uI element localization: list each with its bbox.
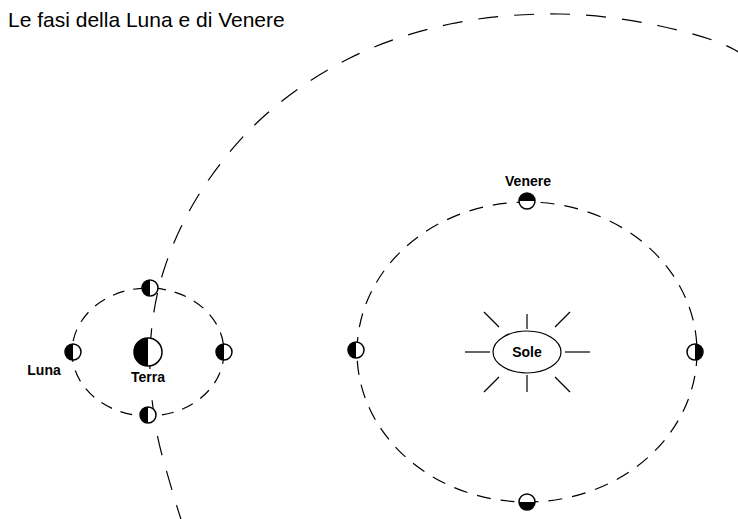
moon-label: Luna (26, 362, 61, 378)
moon-phase (216, 344, 232, 360)
planet-label: Terra (130, 369, 166, 385)
moon-phase (142, 280, 158, 296)
venus-phase (687, 344, 703, 360)
sun-rays (465, 312, 590, 392)
venus-phase (519, 193, 535, 209)
venus-phase (519, 494, 535, 510)
sun-label: Sole (512, 344, 542, 360)
earth-phase (134, 338, 162, 366)
venus-phase (348, 342, 364, 358)
earth-orbit (150, 14, 738, 519)
diagram-title: Le fasi della Luna e di Venere (8, 8, 285, 32)
venus-orbit (357, 202, 697, 502)
moon-phase (65, 344, 81, 360)
sun-circle: Sole (492, 330, 562, 374)
moon-orbit (72, 288, 224, 416)
moon-phase (140, 407, 156, 423)
planet-label: Venere (504, 173, 552, 189)
